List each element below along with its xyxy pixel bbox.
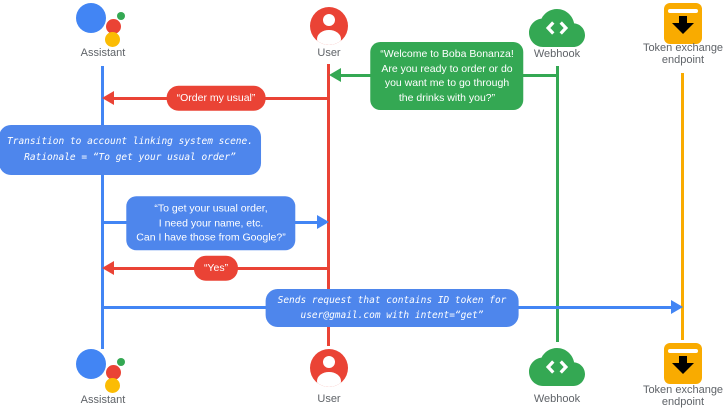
actor-label-webhook-top: Webhook — [533, 48, 581, 60]
actor-label-token-endpoint-bottom: Token exchange endpoint — [642, 384, 724, 408]
token-icon-arrow-head — [672, 23, 694, 34]
lifeline-webhook — [556, 66, 559, 342]
arrow-send-request-head — [671, 300, 683, 314]
token-icon-arrow-head — [672, 363, 694, 374]
lifeline-assistant — [101, 66, 104, 349]
arrow-welcome-head — [329, 68, 341, 82]
assistant-logo-red-dot — [106, 19, 121, 34]
assistant-logo-blue-dot — [76, 3, 106, 33]
user-icon-head — [323, 356, 335, 368]
actor-label-user-bottom: User — [317, 393, 341, 405]
actor-label-assistant-bottom: Assistant — [80, 394, 126, 406]
assistant-logo-green-dot — [117, 12, 125, 20]
token-icon-slot — [668, 9, 698, 13]
user-icon-torso — [317, 372, 341, 387]
webhook-icon — [529, 9, 585, 47]
user-icon — [310, 7, 348, 45]
assistant-logo-green-dot — [117, 358, 125, 366]
user-icon-head — [323, 14, 335, 26]
actor-label-assistant-top: Assistant — [80, 47, 126, 59]
assistant-icon-bottom — [76, 348, 126, 394]
lifeline-token-endpoint — [681, 73, 684, 340]
message-bubble-welcome: “Welcome to Boba Bonanza! Are you ready … — [370, 42, 524, 110]
message-bubble-order-usual: “Order my usual” — [166, 85, 266, 111]
token-icon-arrow-stem — [679, 356, 687, 364]
assistant-logo-red-dot — [106, 365, 121, 380]
arrow-order-usual-head — [102, 91, 114, 105]
actor-label-user-top: User — [317, 47, 341, 59]
assistant-logo-yellow-dot — [105, 32, 120, 47]
user-icon-torso — [317, 30, 341, 45]
actor-label-token-endpoint-top: Token exchange endpoint — [642, 42, 724, 66]
token-exchange-endpoint-icon-bottom — [664, 343, 702, 384]
message-bubble-send-request: Sends request that contains ID token for… — [265, 289, 519, 327]
note-transition-account-linking: Transition to account linking system sce… — [0, 125, 261, 175]
token-icon-slot — [668, 349, 698, 353]
assistant-logo-blue-dot — [76, 349, 106, 379]
arrow-ask-info-head — [317, 215, 329, 229]
actor-label-webhook-bottom: Webhook — [533, 393, 581, 405]
message-bubble-ask-info: “To get your usual order, I need your na… — [126, 196, 296, 250]
arrow-yes-head — [102, 261, 114, 275]
assistant-icon — [76, 2, 126, 48]
token-exchange-endpoint-icon — [664, 3, 702, 44]
assistant-logo-yellow-dot — [105, 378, 120, 393]
message-bubble-yes: “Yes” — [193, 255, 239, 281]
user-icon-bottom — [310, 349, 348, 387]
webhook-icon-bottom — [529, 348, 585, 386]
token-icon-arrow-stem — [679, 16, 687, 24]
lifeline-user — [327, 64, 330, 346]
